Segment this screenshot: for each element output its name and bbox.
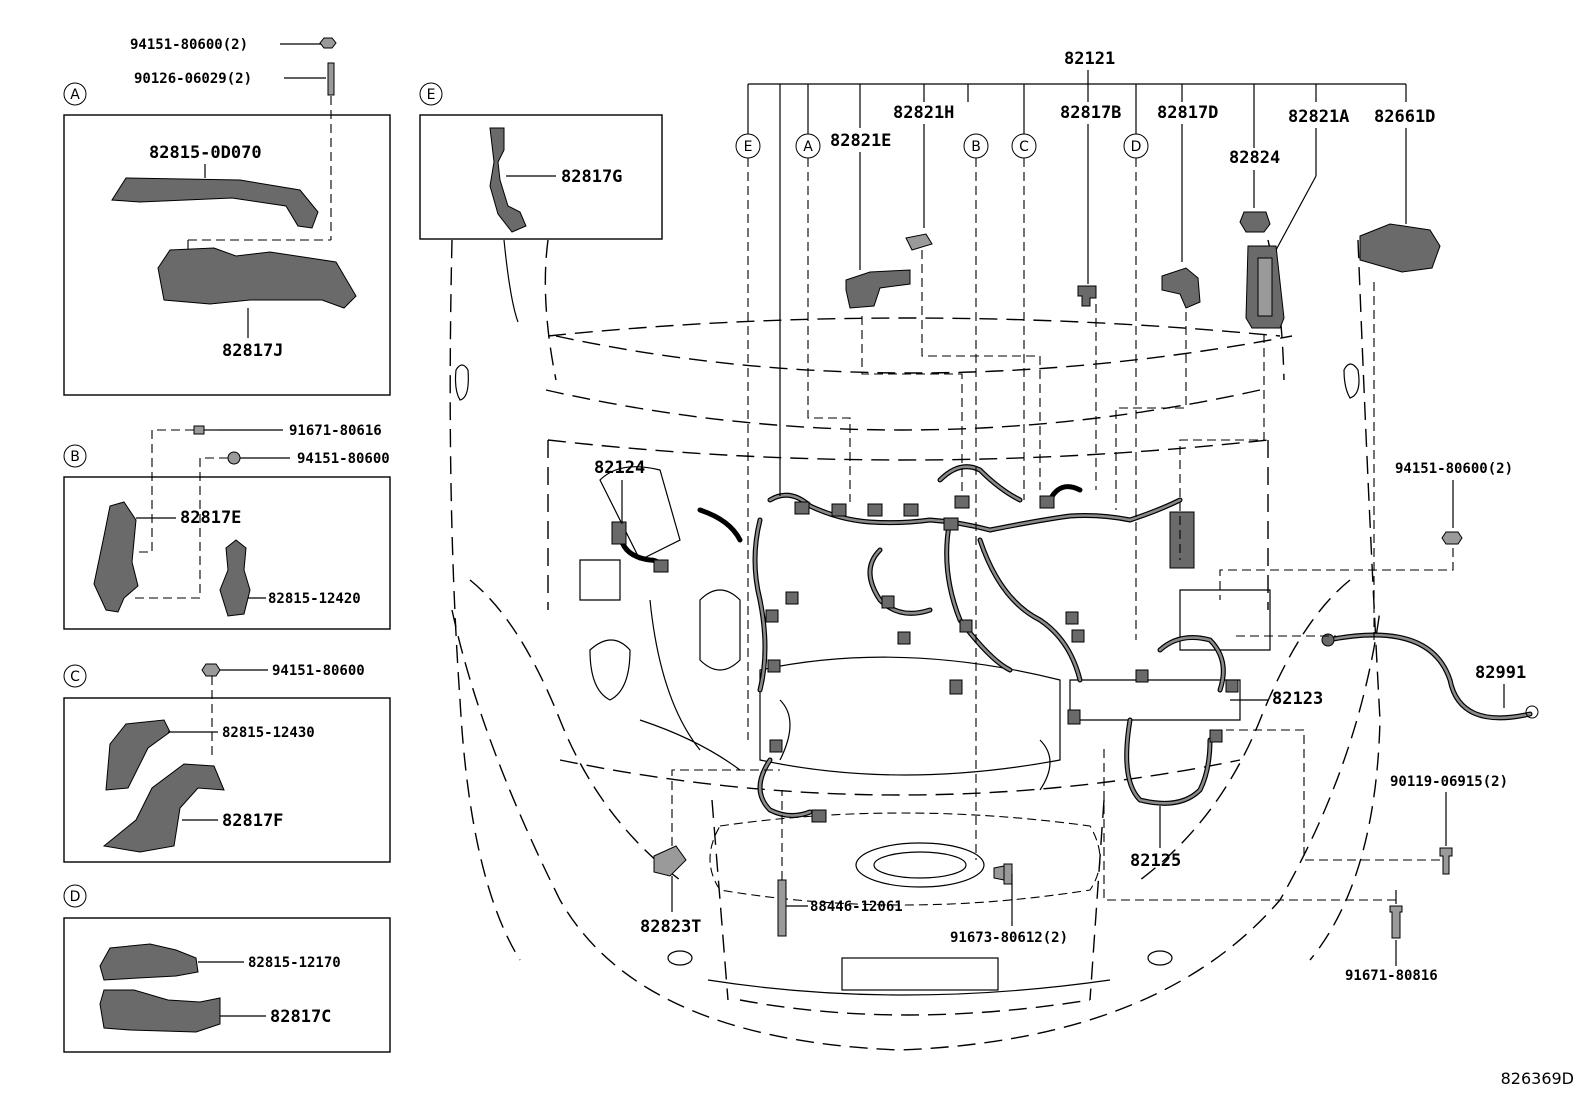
part-82661d: 82661D: [1374, 107, 1435, 127]
section-a-letter: A: [70, 87, 80, 103]
callout-letter-c: C: [1019, 139, 1029, 155]
part-82821e: 82821E: [830, 131, 891, 151]
part-82817e: 82817E: [180, 508, 241, 528]
part-82815-12430: 82815-12430: [222, 725, 315, 741]
part-82815-0d070: 82815-0D070: [149, 143, 262, 163]
nut-icon: [1441, 531, 1463, 545]
section-b-letter: B: [70, 449, 80, 465]
stud-bolt-icon: [327, 62, 335, 96]
bracket-82815-12420-shape: [219, 539, 251, 617]
callout-letter-b: B: [971, 139, 981, 155]
part-82824: 82824: [1229, 148, 1280, 168]
bracket-82815-12170-shape: [99, 943, 199, 981]
part-91671-80816: 91671-80816: [1345, 968, 1438, 984]
nut-icon: [319, 37, 337, 49]
section-c-box: [63, 697, 391, 863]
part-82991: 82991: [1475, 663, 1526, 683]
part-82124: 82124: [594, 458, 645, 478]
vehicle-outline: [449, 239, 1381, 1051]
diagram-ref-code: 826369D: [1501, 1069, 1574, 1088]
bolt-icon: [1389, 905, 1403, 939]
part-82817g: 82817G: [561, 167, 622, 187]
part-82821h: 82821H: [893, 103, 954, 123]
section-d-box: [63, 917, 391, 1053]
callout-82121: 82121: [747, 49, 1407, 496]
section-c-letter: C: [70, 669, 80, 685]
part-94151-80600-2-r: 94151-80600(2): [1395, 461, 1513, 477]
section-e-box: [419, 114, 663, 240]
part-82125: 82125: [1130, 851, 1181, 871]
part-94151-80600-b: 94151-80600: [297, 451, 390, 467]
part-91671-80616: 91671-80616: [289, 423, 382, 439]
part-82817j: 82817J: [222, 341, 283, 361]
protector-82817e-shape: [93, 501, 139, 613]
harness-connectors: [611, 495, 1239, 823]
part-94151-80600-c: 94151-80600: [272, 663, 365, 679]
bolt-icon: [1439, 847, 1453, 875]
relay-block: [1169, 511, 1195, 569]
section-a: A 94151-80600(2) 90126-06029(2) 82815-0D…: [63, 37, 391, 396]
part-82817b: 82817B: [1060, 103, 1121, 123]
harness-callout-letters: E A B C D: [735, 133, 1149, 860]
part-82821a: 82821A: [1288, 107, 1349, 127]
nut-icon: [227, 451, 241, 465]
part-82817d: 82817D: [1157, 103, 1218, 123]
part-90119-06915-2: 90119-06915(2): [1390, 774, 1508, 790]
protector-82817c-shape: [99, 989, 221, 1033]
bolt-icon: [993, 865, 1005, 881]
bracket-82815-12430-shape: [105, 719, 171, 791]
part-82817c: 82817C: [270, 1007, 331, 1027]
section-d-letter: D: [70, 889, 81, 905]
bracket-82815-0d070-shape: [111, 177, 319, 229]
section-b: B 91671-80616 94151-80600 82817E 82815-1…: [63, 423, 391, 630]
section-b-box: [63, 476, 391, 630]
connector-82821e-shape: [845, 269, 911, 309]
protector-82817j-shape: [157, 247, 357, 309]
section-d: D 82815-12170 82817C: [63, 884, 391, 1053]
part-88446-12061: 88446-12061: [810, 899, 903, 915]
callout-letter-e: E: [744, 139, 753, 155]
protector-82817g-shape: [489, 127, 527, 233]
part-91673-80612-2: 91673-80612(2): [950, 930, 1068, 946]
part-82121: 82121: [1064, 49, 1115, 69]
protector-82817f-shape: [102, 763, 225, 853]
part-82817f: 82817F: [222, 811, 283, 831]
part-90126-06029-2: 90126-06029(2): [134, 71, 252, 87]
stud-icon: [777, 879, 787, 937]
nut-icon: [201, 663, 221, 677]
part-82815-12420: 82815-12420: [268, 591, 361, 607]
section-c: C 94151-80600 82815-12430 82817F: [63, 663, 391, 863]
section-a-box: [63, 114, 391, 396]
part-94151-80600-2-a: 94151-80600(2): [130, 37, 248, 53]
part-82815-12170: 82815-12170: [248, 955, 341, 971]
part-82123: 82123: [1272, 689, 1323, 709]
section-e: E 82817G: [419, 82, 663, 240]
main-part-labels: 82821H 82821E 82817B 82817D 82824 82821A…: [594, 103, 1526, 984]
connector-82824-shape: [1239, 211, 1271, 233]
cover-82823t-shape: [653, 845, 687, 877]
callout-letter-d: D: [1131, 139, 1142, 155]
bolt-icon: [193, 425, 205, 435]
section-e-letter: E: [427, 87, 436, 103]
callout-letter-a: A: [803, 139, 813, 155]
connector-82821h-shape: [905, 233, 933, 251]
wire-harness-82121: [611, 464, 1539, 823]
clamp-82817b-shape: [1077, 285, 1097, 307]
relay-block-82661d-shape: [1359, 223, 1441, 273]
part-82823t: 82823T: [640, 917, 701, 937]
protector-82817d-shape: [1161, 267, 1201, 309]
